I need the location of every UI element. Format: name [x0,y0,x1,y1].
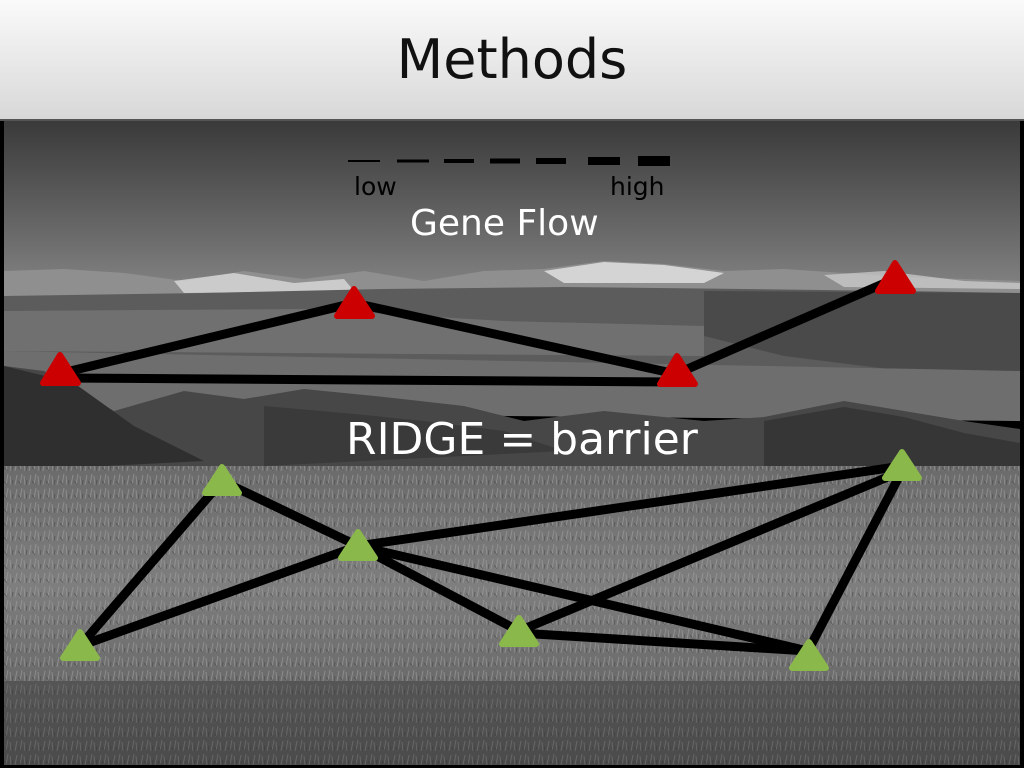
slide-title: Methods [396,28,628,91]
legend-high-label: high [610,172,665,201]
population-marker-q1 [202,464,242,496]
population-marker-q3 [338,529,378,561]
ridge-barrier-label: RIDGE = barrier [346,414,698,465]
link-p1-p3 [57,373,681,387]
population-marker-p4 [875,260,916,294]
population-marker-p1 [40,352,81,386]
link-p1-p2 [57,298,359,378]
landscape-photo [4,121,1020,765]
scene-svg [4,121,1020,765]
link-p3-p4 [671,274,899,379]
link-q2-q3 [75,541,363,651]
lower-populations [60,449,922,671]
population-marker-q2 [60,629,100,661]
title-bar: Methods [0,0,1024,121]
population-marker-p3 [657,353,698,387]
population-marker-q4 [499,615,539,647]
link-q5-q6 [803,466,907,656]
population-marker-q5 [882,449,922,481]
population-marker-q6 [789,639,829,671]
link-q3-q5 [353,461,907,551]
link-q1-q3 [217,476,363,551]
legend-low-label: low [354,172,397,201]
upper-network [57,274,899,387]
link-q4-q6 [514,628,813,656]
legend-title: Gene Flow [410,203,599,244]
lower-network [75,461,907,656]
link-q4-q5 [514,466,907,636]
link-q3-q4 [353,541,524,636]
population-marker-p2 [334,286,375,319]
upper-populations [40,260,916,387]
link-p2-p3 [349,298,681,379]
link-q1-q2 [75,476,227,651]
link-q3-q6 [353,541,813,656]
